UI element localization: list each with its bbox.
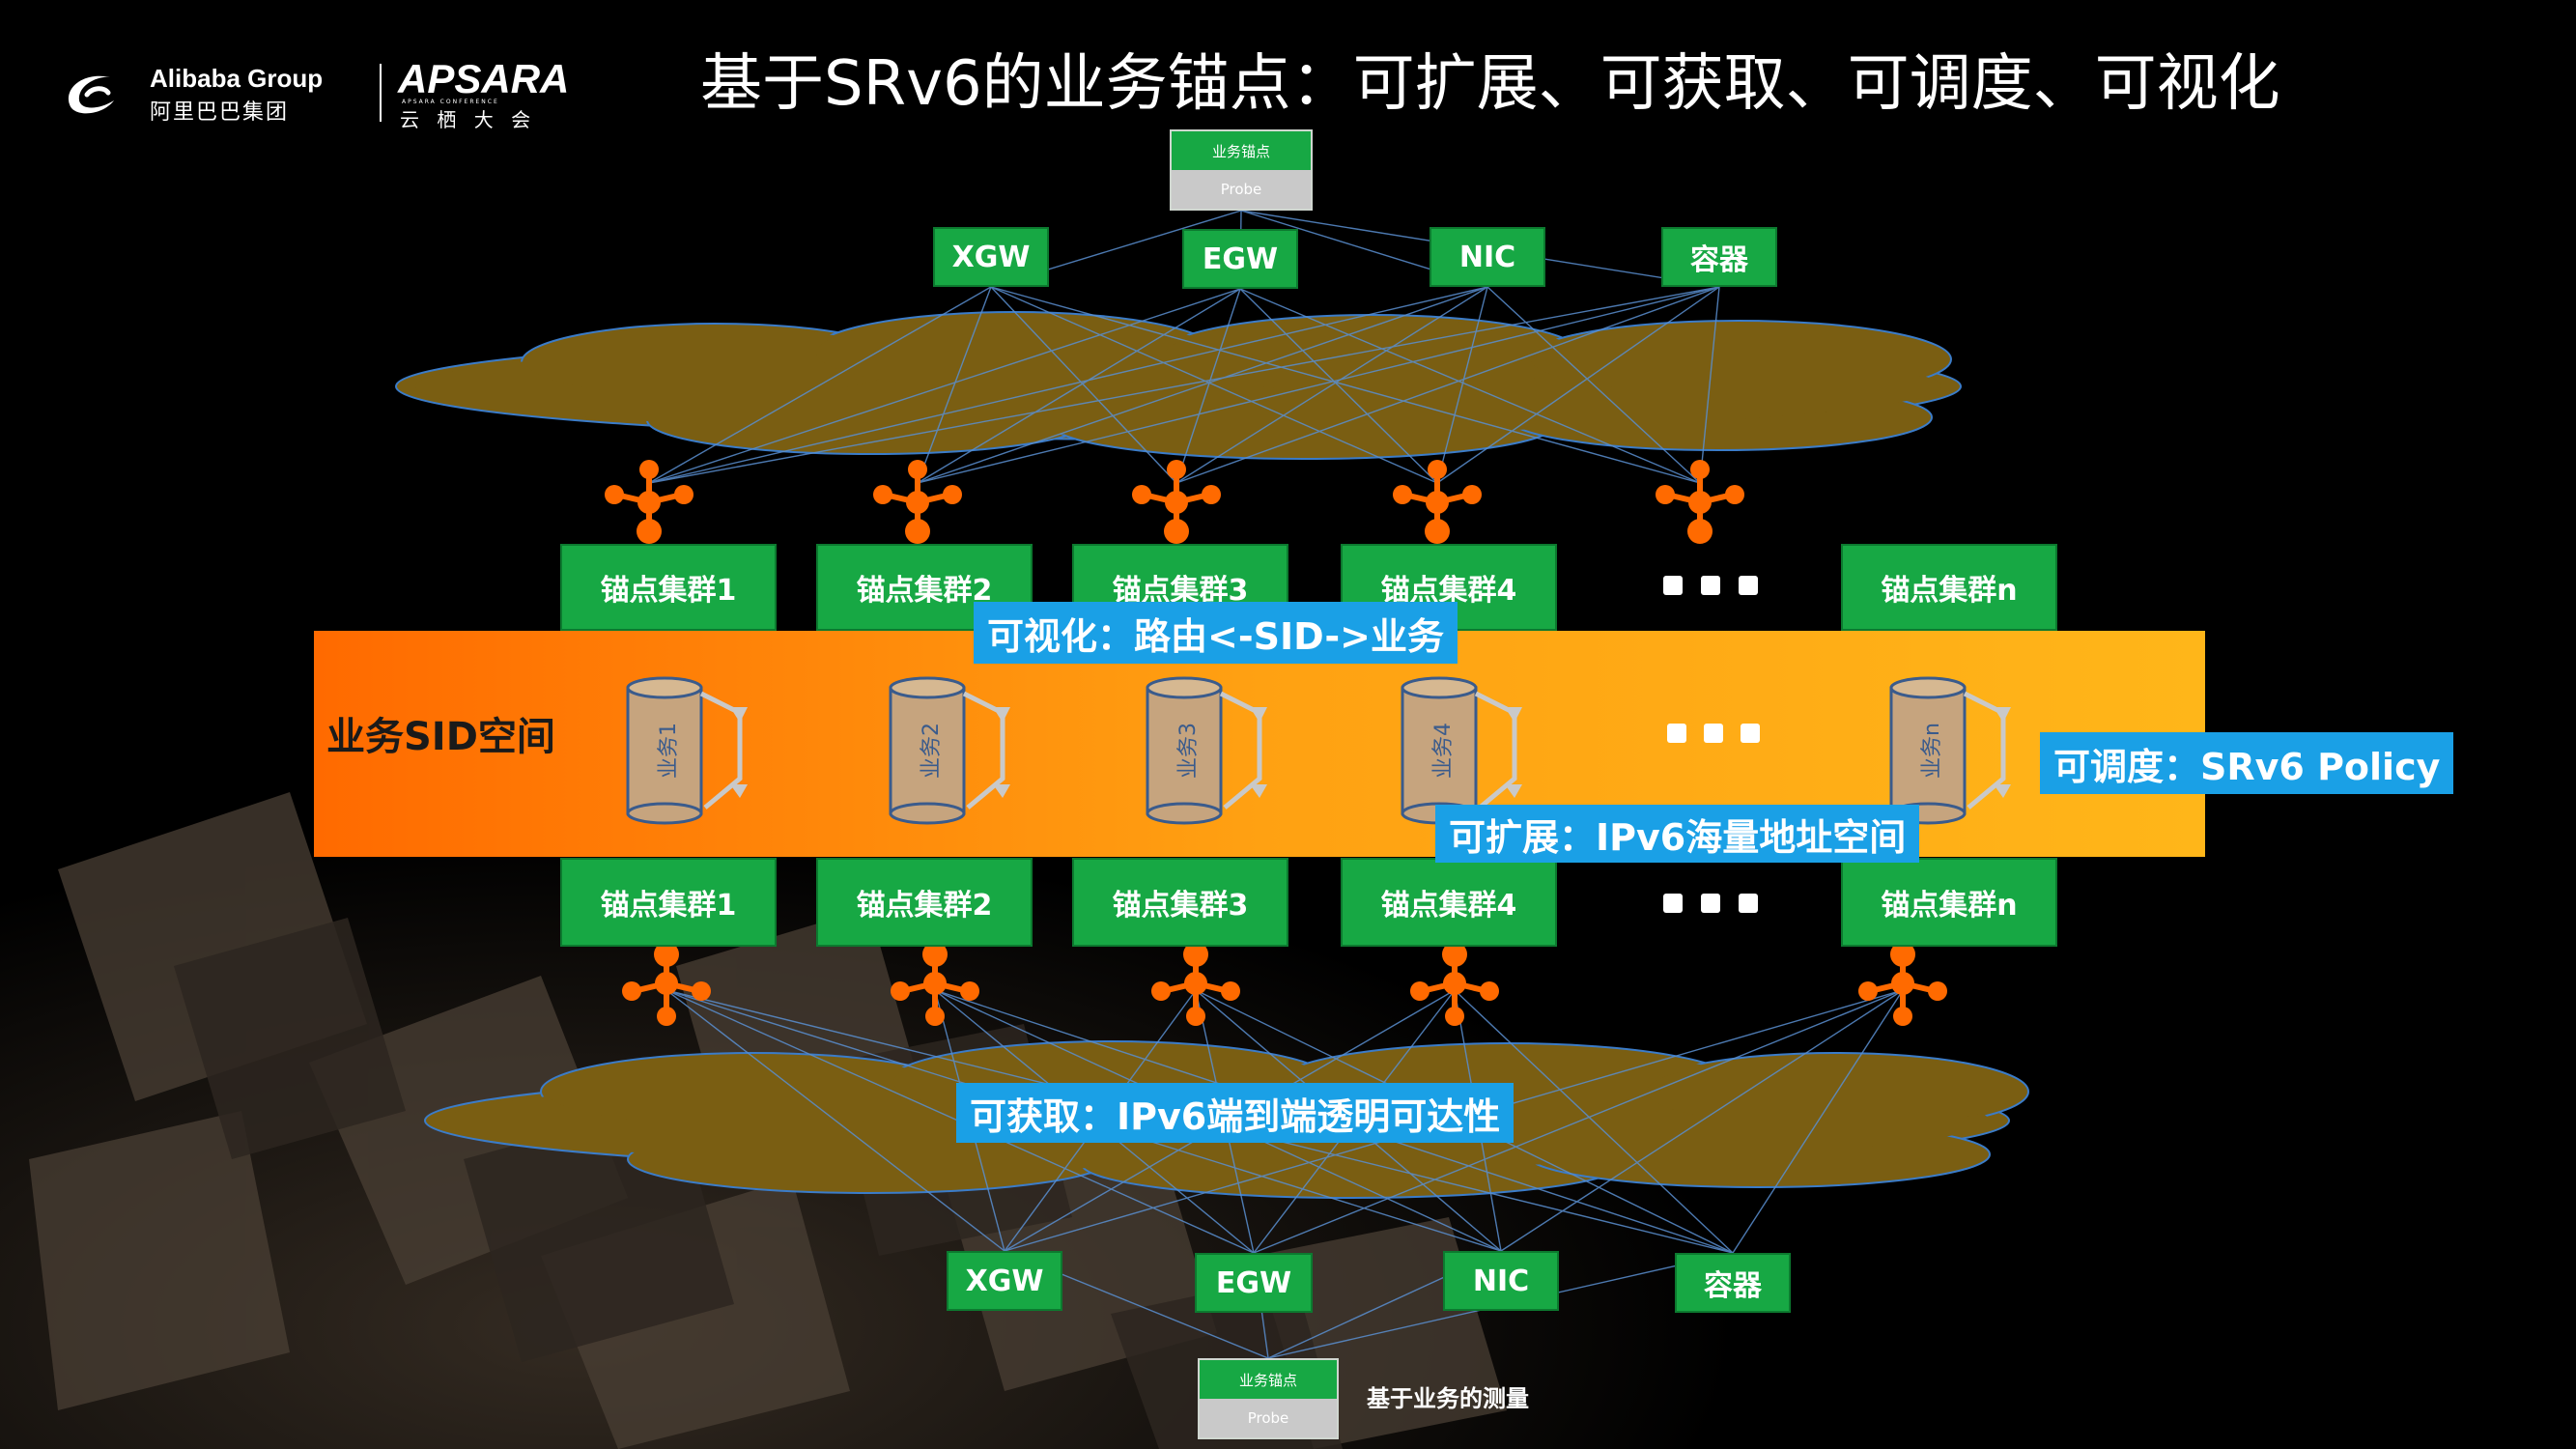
sid-space-label: 业务SID空间 [326, 715, 555, 759]
apsara-logo-sub: APSARA CONFERENCE [402, 99, 499, 105]
cluster-top-1: 锚点集群1 [560, 544, 777, 631]
service-cylinder [1889, 676, 2011, 825]
ellipsis-bottom-dot [1739, 894, 1758, 913]
hub-icon [1858, 942, 1947, 1026]
service-label: 业务2 [920, 723, 944, 779]
endpoint-bottom-container: 容器 [1675, 1253, 1791, 1313]
callout-obtain: 可获取：IPv6端到端透明可达性 [956, 1083, 1514, 1143]
page-title: 基于SRv6的业务锚点：可扩展、可获取、可调度、可视化 [700, 48, 2280, 120]
probe-top: 业务锚点 Probe [1170, 129, 1313, 211]
ellipsis-mid-dot [1667, 724, 1686, 743]
probe-top-probe: Probe [1172, 170, 1311, 209]
service-label: 业务1 [657, 723, 681, 779]
endpoint-top-container: 容器 [1661, 227, 1777, 287]
probe-bottom-probe: Probe [1200, 1399, 1337, 1437]
service-cylinder [889, 676, 1010, 825]
alibaba-logo-icon [69, 75, 114, 114]
service-cylinder [1401, 676, 1522, 825]
cluster-bottom-n: 锚点集群n [1841, 858, 2057, 947]
callout-schedule: 可调度：SRv6 Policy [2040, 732, 2454, 794]
endpoint-bottom-nic: NIC [1443, 1251, 1559, 1311]
endpoint-bottom-egw: EGW [1195, 1253, 1313, 1313]
hub-icon [622, 942, 711, 1026]
ellipsis-mid-dot [1704, 724, 1723, 743]
hub-icon [873, 460, 962, 544]
apsara-logo-text: APSARA [398, 56, 570, 101]
cluster-bottom-2: 锚点集群2 [816, 858, 1033, 947]
cluster-bottom-1: 锚点集群1 [560, 858, 777, 947]
hub-icon [1656, 460, 1744, 544]
ellipsis-top-dot [1663, 576, 1683, 595]
hub-icon [605, 460, 694, 544]
service-label: 业务4 [1431, 723, 1456, 779]
service-label: 业务3 [1176, 723, 1201, 779]
logo-divider [380, 64, 382, 122]
cluster-top-2: 锚点集群2 [816, 544, 1033, 631]
ellipsis-mid-dot [1741, 724, 1760, 743]
callout-visualize: 可视化：路由<-SID->业务 [974, 602, 1458, 664]
probe-top-label: 业务锚点 [1172, 131, 1311, 170]
ellipsis-top-dot [1739, 576, 1758, 595]
probe-bottom-caption: 基于业务的测量 [1367, 1385, 1529, 1412]
cluster-top-n: 锚点集群n [1841, 544, 2057, 631]
hub-icon [1132, 460, 1221, 544]
endpoint-bottom-xgw: XGW [947, 1251, 1062, 1311]
service-cylinder [626, 676, 748, 825]
hub-icon [1410, 942, 1499, 1026]
cluster-bottom-3: 锚点集群3 [1072, 858, 1288, 947]
alibaba-logo-cn: 阿里巴巴集团 [150, 100, 290, 125]
endpoint-top-nic: NIC [1430, 227, 1545, 287]
alibaba-logo-text: Alibaba Group [150, 64, 324, 93]
service-label: 业务n [1920, 723, 1944, 779]
hub-icon [1151, 942, 1240, 1026]
ellipsis-top-dot [1701, 576, 1720, 595]
hub-icon [1393, 460, 1482, 544]
ellipsis-bottom-dot [1701, 894, 1720, 913]
cluster-bottom-4: 锚点集群4 [1341, 858, 1557, 947]
endpoint-top-egw: EGW [1182, 229, 1298, 289]
probe-bottom: 业务锚点 Probe [1198, 1358, 1339, 1439]
apsara-logo-cn: 云 栖 大 会 [400, 108, 537, 131]
ellipsis-bottom-dot [1663, 894, 1683, 913]
service-cylinder [1146, 676, 1267, 825]
callout-extend: 可扩展：IPv6海量地址空间 [1435, 805, 1920, 863]
probe-bottom-label: 业务锚点 [1200, 1360, 1337, 1399]
hub-icon [891, 942, 979, 1026]
endpoint-top-xgw: XGW [933, 227, 1049, 287]
